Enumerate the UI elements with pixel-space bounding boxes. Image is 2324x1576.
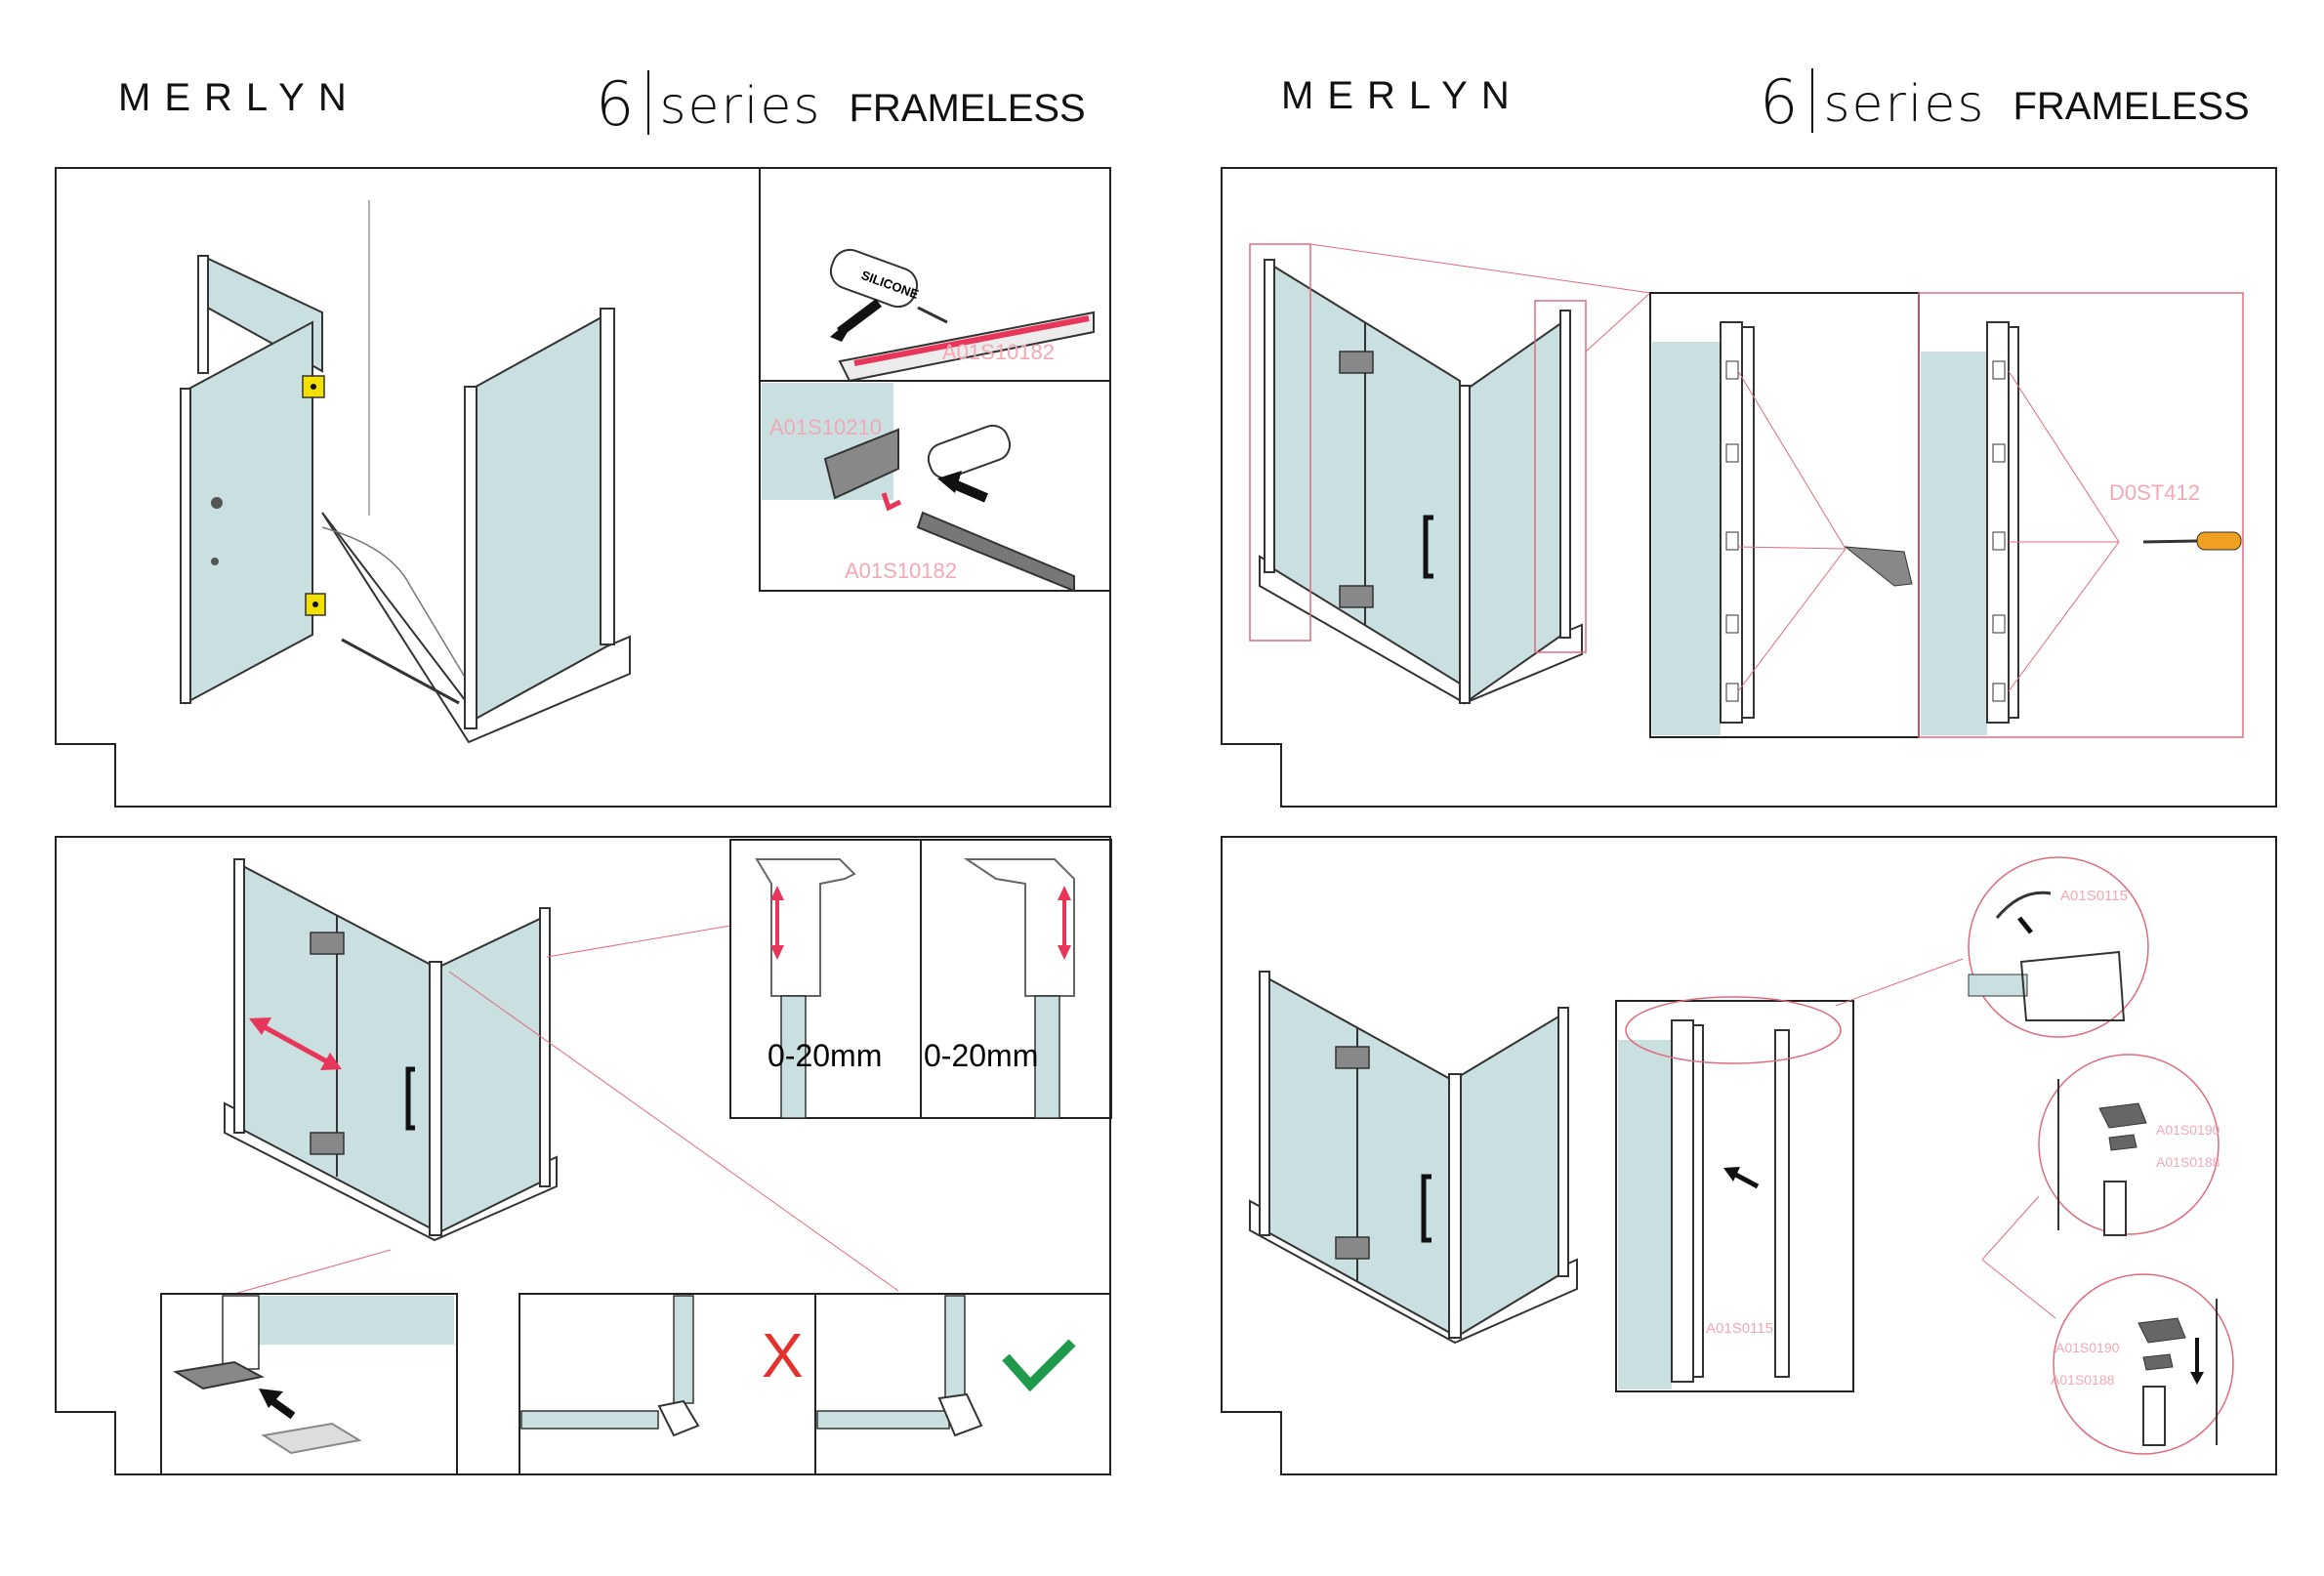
part-label-a: A01S10182 (942, 340, 1055, 364)
part-label-c: A01S10182 (845, 559, 957, 583)
panel-3-inset-wrong: X (519, 1294, 815, 1474)
panel-2-shower-enclosure (1250, 244, 1650, 703)
panel-3-inset-profile-right: 0-20mm (921, 840, 1111, 1118)
panel-1-inset-bottom: A01S10210 A01S10182 (760, 381, 1110, 591)
cap-part-label: A01S0115 (2060, 888, 2128, 904)
panel-2-inset-screw: D0ST412 (1919, 293, 2243, 737)
strip-part-label: A01S0115 (1706, 1320, 1773, 1337)
endcap-label-a: A01S0190 (2156, 1122, 2220, 1138)
panel-1-inset-top: SILICONE A01S10182 (760, 168, 1110, 381)
panel-3-inset-correct (815, 1294, 1110, 1474)
panel-1-shower-enclosure (181, 200, 630, 742)
gap-label-left: 0-20mm (768, 1038, 882, 1073)
gap-label-right: 0-20mm (924, 1038, 1038, 1073)
panel-4-detail-cap: A01S0115 (1969, 857, 2148, 1037)
part-label-b: A01S10210 (769, 415, 882, 439)
panel-4-detail-endcap-bottom: A01S0190 A01S0188 (1982, 1260, 2233, 1454)
panel-4-inset-strip: A01S0115 (1616, 959, 1963, 1391)
panel-2-inset-drill (1650, 293, 1919, 737)
wrong-mark: X (762, 1320, 804, 1390)
panel-4-detail-endcap-top: A01S0190 A01S0188 (1982, 1055, 2220, 1260)
panel-3-inset-profile-left: 0-20mm (730, 840, 921, 1118)
panel-4-shower-enclosure (1250, 972, 1577, 1343)
endcap-label-c: A01S0190 (2055, 1340, 2120, 1355)
correct-check-icon (1006, 1343, 1072, 1385)
panel-3-inset-bracket (161, 1294, 457, 1474)
endcap-label-b: A01S0188 (2156, 1154, 2220, 1170)
screw-part-label: D0ST412 (2109, 480, 2200, 505)
endcap-label-d: A01S0188 (2051, 1372, 2115, 1388)
